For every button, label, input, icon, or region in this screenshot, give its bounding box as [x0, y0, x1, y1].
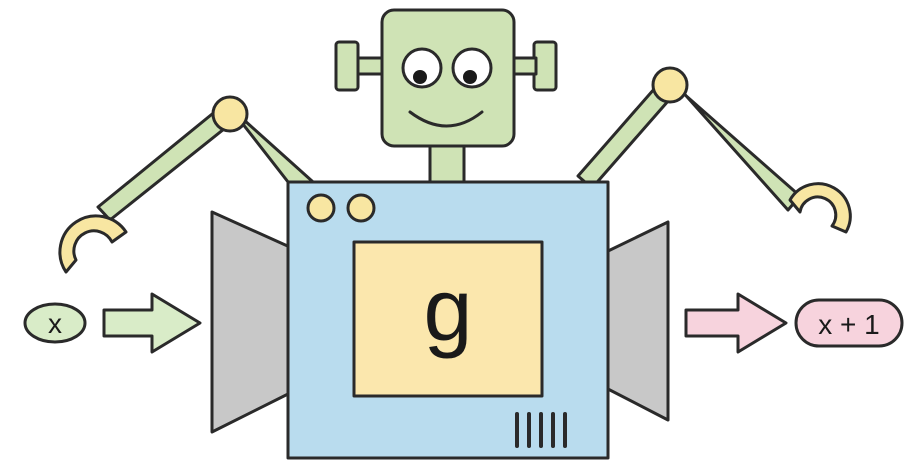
- right-lower-arm: [672, 80, 800, 210]
- neck: [430, 145, 464, 185]
- left-pupil: [413, 70, 427, 84]
- left-elbow-joint: [213, 97, 247, 131]
- output-funnel: [606, 222, 668, 420]
- left-claw: [60, 216, 126, 272]
- indicator-light-2: [348, 195, 374, 221]
- input-label: x: [48, 308, 62, 339]
- right-ear-connector: [512, 58, 536, 74]
- robot-head: [336, 10, 556, 185]
- right-claw: [790, 184, 850, 232]
- right-arm: [578, 68, 850, 232]
- left-ear: [336, 42, 358, 90]
- input-arrow: [104, 294, 200, 352]
- output-label: x + 1: [818, 309, 879, 340]
- output-arrow: [686, 294, 786, 352]
- function-label: g: [424, 260, 473, 359]
- right-elbow-joint: [653, 68, 687, 102]
- left-lower-arm: [98, 106, 234, 220]
- right-pupil: [463, 70, 477, 84]
- left-ear-connector: [358, 58, 382, 74]
- input-funnel: [212, 212, 292, 432]
- indicator-light-1: [308, 195, 334, 221]
